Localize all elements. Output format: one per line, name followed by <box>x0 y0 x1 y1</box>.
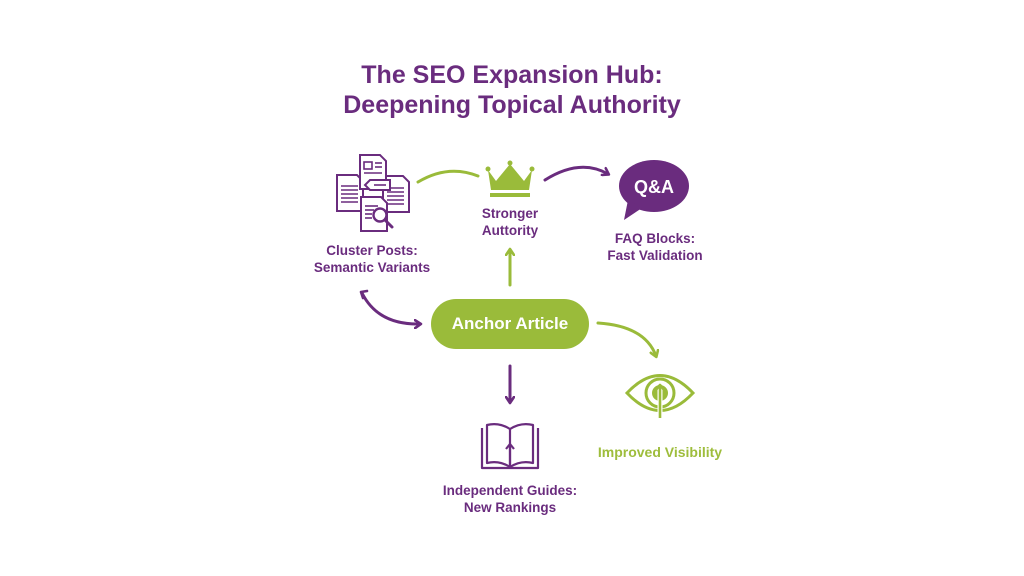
edge-cluster-authority <box>416 169 480 184</box>
crown-icon <box>485 160 535 197</box>
visibility-label: Improved Visibility <box>585 444 735 461</box>
anchor-article-node[interactable]: Anchor Article <box>431 299 589 349</box>
edge-authority-faq <box>543 165 608 182</box>
edge-anchor-cluster <box>360 291 420 324</box>
qa-bubble-text: Q&A <box>634 177 674 197</box>
arrowhead-cluster <box>359 289 369 300</box>
guides-label-line-1: Independent Guides: <box>442 483 578 498</box>
title-line-1: The SEO Expansion Hub: <box>361 61 663 89</box>
documents-cluster-icon <box>336 154 410 232</box>
title-line-2: Deepening Topical Authority <box>343 91 681 119</box>
faq-label: FAQ Blocks: Fast Validation <box>580 230 730 264</box>
eye-arrow-icon <box>624 374 696 418</box>
diagram-title: The SEO Expansion Hub: Deepening Topical… <box>0 60 1024 120</box>
qa-bubble-icon: Q&A <box>619 160 689 220</box>
guides-label-line-2: New Rankings <box>463 500 557 515</box>
authority-label-line-1: Stronger <box>481 206 539 221</box>
edge-anchor-visibility <box>596 321 656 356</box>
visibility-label-line-1: Improved Visibility <box>597 444 723 460</box>
faq-label-line-1: FAQ Blocks: <box>614 231 696 246</box>
cluster-label-line-1: Cluster Posts: <box>326 243 418 258</box>
guides-label: Independent Guides: New Rankings <box>420 482 600 516</box>
cluster-posts-label: Cluster Posts: Semantic Variants <box>288 242 456 276</box>
authority-label-line-2: Auttority <box>481 223 539 238</box>
cluster-label-line-2: Semantic Variants <box>313 260 431 275</box>
faq-label-line-2: Fast Validation <box>607 248 703 263</box>
open-book-icon <box>480 423 540 470</box>
authority-label: Stronger Auttority <box>450 205 570 239</box>
